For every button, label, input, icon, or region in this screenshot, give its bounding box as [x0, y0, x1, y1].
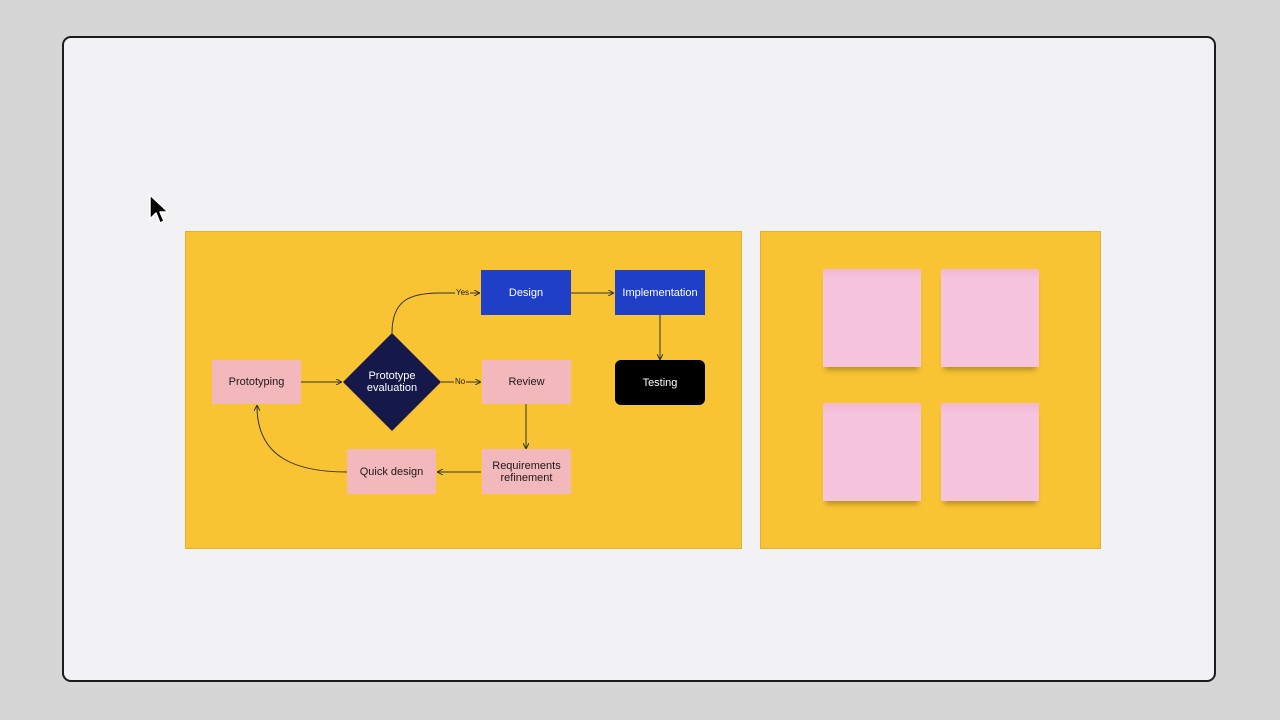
- sticky-note[interactable]: [823, 403, 921, 501]
- sticky-note[interactable]: [941, 269, 1039, 367]
- node-prototype-evaluation-label: Prototype evaluation: [366, 370, 418, 394]
- node-implementation[interactable]: Implementation: [615, 270, 705, 315]
- edge-label-no: No: [454, 377, 467, 386]
- edge-label-yes: Yes: [455, 288, 471, 297]
- node-design[interactable]: Design: [481, 270, 571, 315]
- sticky-note[interactable]: [941, 403, 1039, 501]
- node-prototype-evaluation[interactable]: Prototype evaluation: [343, 333, 441, 431]
- node-review[interactable]: Review: [482, 360, 571, 404]
- mouse-pointer-icon: [149, 194, 169, 224]
- node-testing[interactable]: Testing: [615, 360, 705, 405]
- sticky-note[interactable]: [823, 269, 921, 367]
- diamond-shape: [343, 333, 441, 431]
- node-requirements-refinement[interactable]: Requirements refinement: [482, 449, 571, 494]
- node-quick-design[interactable]: Quick design: [347, 449, 436, 494]
- node-prototyping[interactable]: Prototyping: [212, 360, 301, 404]
- sticky-notes-frame[interactable]: [760, 231, 1101, 549]
